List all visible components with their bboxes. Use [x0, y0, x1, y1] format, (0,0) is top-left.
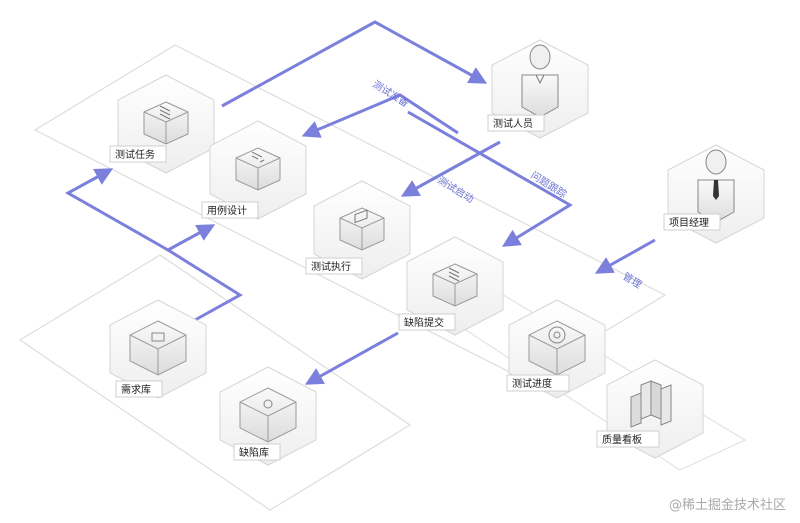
- node-test-task[interactable]: 测试任务: [109, 74, 215, 174]
- node-label-quality-board: 质量看板: [602, 433, 642, 446]
- flow-label-management: 管理: [620, 270, 644, 292]
- flow-test-prep: [301, 93, 459, 138]
- flow-defect-to-repo: [304, 331, 399, 385]
- node-label-defect-repo: 缺陷库: [239, 446, 269, 459]
- play-box-icon: [339, 207, 385, 251]
- flow-req-to-task: [64, 168, 169, 252]
- document-list-icon: [432, 263, 478, 307]
- flow-issue-tracking: [407, 110, 573, 247]
- watermark: @稀土掘金技术社区: [668, 498, 786, 513]
- node-tester[interactable]: 测试人员: [487, 39, 589, 139]
- node-project-manager[interactable]: 项目经理: [663, 144, 765, 244]
- node-test-execution[interactable]: 测试执行: [305, 180, 411, 280]
- node-label-project-manager: 项目经理: [669, 216, 709, 229]
- node-label-defect-submit: 缺陷提交: [404, 316, 444, 329]
- node-label-use-case-design: 用例设计: [207, 204, 247, 217]
- node-defect-repo[interactable]: 缺陷库: [219, 366, 317, 466]
- flow-lines: [64, 20, 656, 385]
- flow-management: [594, 238, 656, 274]
- lower-platform: [18, 254, 412, 511]
- document-edit-icon: [235, 147, 281, 191]
- flow-task-to-tester: [221, 20, 488, 108]
- node-use-case-design[interactable]: 用例设计: [201, 120, 307, 220]
- document-icon: [143, 101, 189, 145]
- node-label-test-execution: 测试执行: [311, 260, 351, 273]
- database-box-icon: [239, 387, 297, 443]
- flow-test-start: [400, 140, 501, 197]
- flow-req-to-design: [165, 224, 243, 322]
- node-label-tester: 测试人员: [493, 117, 533, 130]
- person-tie-icon: [697, 149, 735, 223]
- database-box-icon: [129, 320, 187, 376]
- node-label-test-task: 测试任务: [115, 148, 155, 161]
- node-quality-board[interactable]: 质量看板: [596, 359, 704, 459]
- node-label-test-progress: 测试进度: [512, 377, 552, 390]
- node-defect-submit[interactable]: 缺陷提交: [398, 236, 504, 336]
- person-icon: [521, 44, 559, 118]
- node-requirement-repo[interactable]: 需求库: [109, 299, 207, 399]
- node-label-requirement-repo: 需求库: [121, 383, 151, 396]
- flow-label-test-start: 测试启动: [435, 174, 476, 206]
- bar-board-icon: [630, 380, 672, 428]
- node-test-progress[interactable]: 测试进度: [506, 299, 606, 399]
